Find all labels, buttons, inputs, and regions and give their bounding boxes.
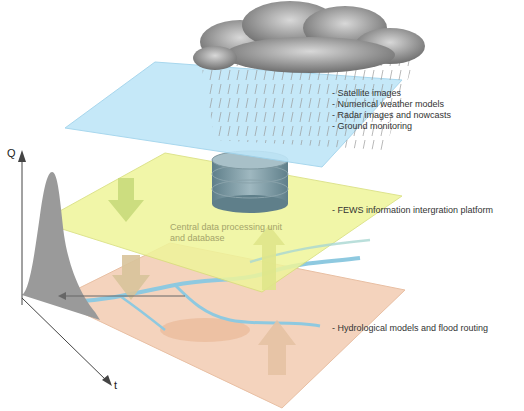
axis-label: t — [114, 380, 117, 391]
up-arrow — [253, 225, 285, 290]
layer-label: - FEWS information intergration platform — [332, 205, 493, 216]
inner-label: Central data processing unit and databas… — [170, 222, 290, 244]
cloud — [193, 1, 425, 73]
down-arrow — [108, 178, 144, 222]
down-arrow — [112, 255, 150, 300]
bullet-label: - Radar images and nowcasts — [332, 110, 451, 121]
axis-label: Q — [7, 148, 16, 159]
bullet-label: - Numerical weather models — [332, 99, 444, 110]
integration-plane — [40, 153, 402, 292]
bullet-label: - Satellite images — [332, 88, 401, 99]
bullet-label: - Ground monitoring — [332, 121, 412, 132]
layer-label: - Hydrological models and flood routing — [332, 323, 488, 334]
hydrograph — [18, 150, 185, 386]
up-arrow — [258, 320, 296, 375]
